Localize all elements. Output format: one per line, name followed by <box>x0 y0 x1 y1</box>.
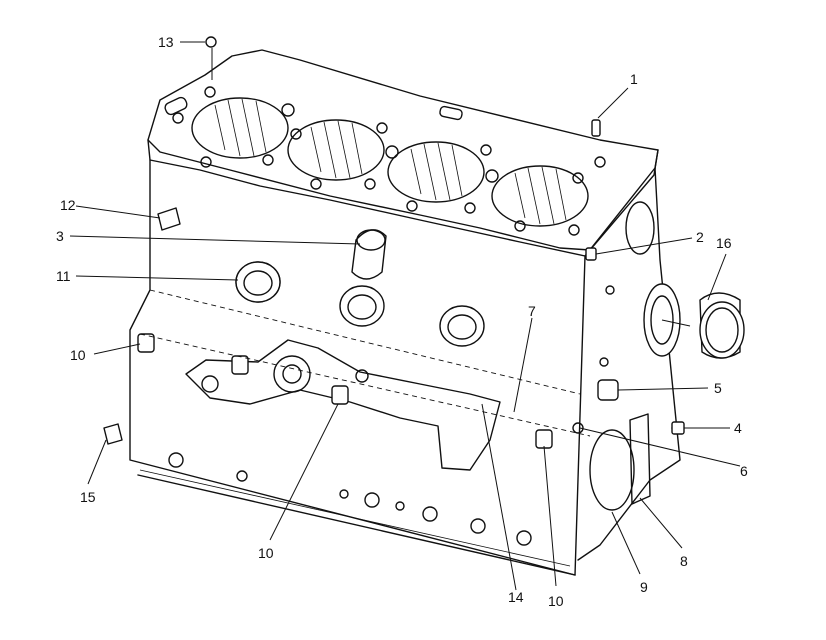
callout-9: 9 <box>640 579 648 595</box>
callout-6: 6 <box>740 463 748 479</box>
callout-10a: 10 <box>70 347 86 363</box>
callout-11: 11 <box>56 268 71 284</box>
callout-10b: 10 <box>258 545 274 561</box>
deck-holes <box>164 86 606 236</box>
callout-3: 3 <box>56 228 64 244</box>
callout-4: 4 <box>734 420 742 436</box>
cylinder-bores <box>191 97 589 227</box>
callout-labels: 1 2 3 4 5 6 7 8 9 10 10 10 11 12 13 14 1… <box>56 34 748 609</box>
callout-8: 8 <box>680 553 688 569</box>
callout-14: 14 <box>508 589 524 605</box>
leader-lines <box>69 41 741 591</box>
callout-10c: 10 <box>548 593 564 609</box>
callout-1: 1 <box>630 71 638 87</box>
callout-16: 16 <box>716 235 732 251</box>
callout-2: 2 <box>696 229 704 245</box>
callout-12: 12 <box>60 197 76 213</box>
callout-5: 5 <box>714 380 722 396</box>
loose-parts <box>103 36 745 445</box>
block-outline <box>129 49 681 576</box>
callout-15: 15 <box>80 489 96 505</box>
lower-bolts <box>168 452 532 546</box>
callout-7: 7 <box>528 303 536 319</box>
callout-13: 13 <box>158 34 174 50</box>
